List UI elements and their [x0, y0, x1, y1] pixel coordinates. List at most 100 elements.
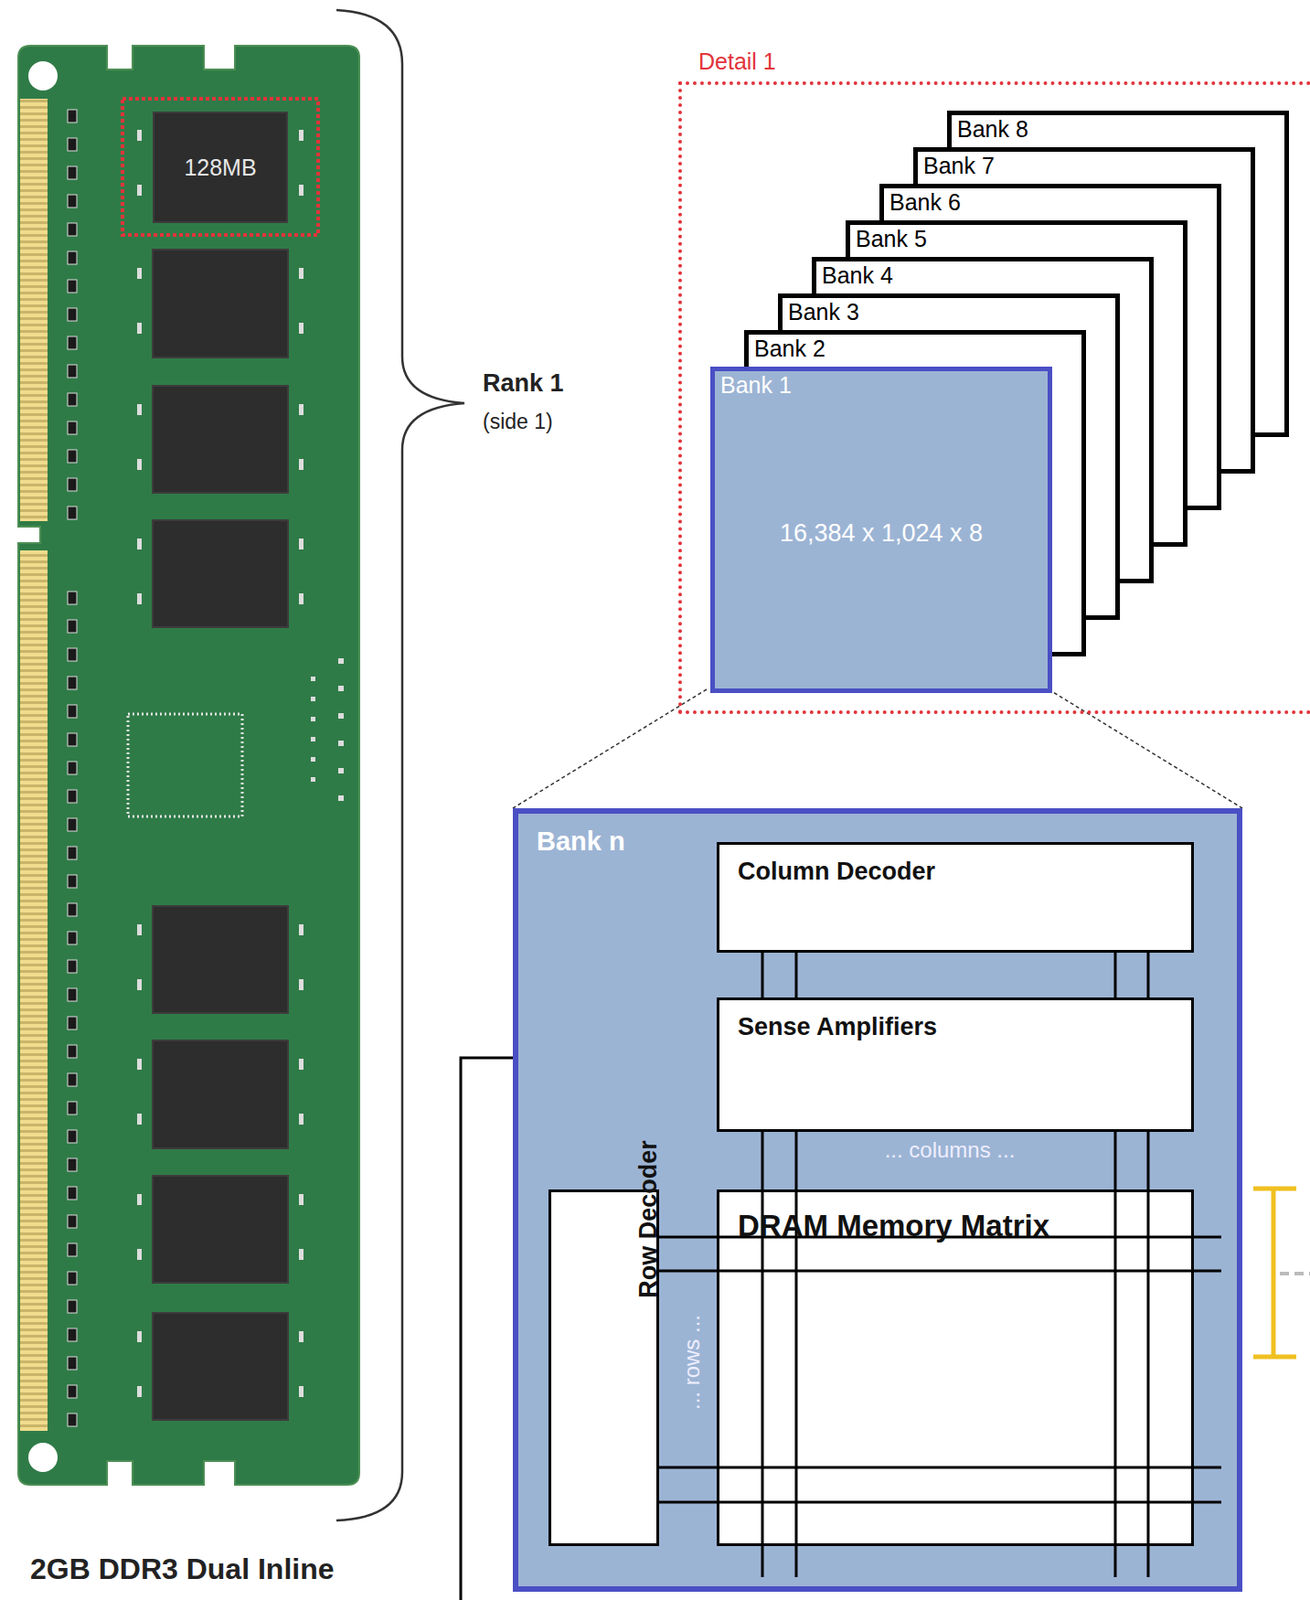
bitline-connector	[659, 1236, 717, 1502]
smd-part	[67, 1044, 77, 1058]
bitline	[761, 952, 765, 998]
smd-pad	[298, 979, 304, 991]
wordline	[659, 1501, 717, 1504]
smd-pad	[310, 676, 316, 682]
rank-brace	[336, 10, 465, 1521]
node-body: 16,384 x 1,024 x 8	[714, 518, 1048, 547]
smd-pad	[298, 404, 304, 416]
gold-contacts	[20, 550, 48, 1431]
smd-part	[67, 733, 77, 746]
smd-part	[67, 846, 77, 860]
smd-part	[67, 194, 77, 208]
matrix-grid	[716, 1189, 1222, 1577]
smd-part	[67, 1129, 77, 1143]
smd-pad	[137, 593, 142, 605]
smd-pad	[338, 740, 344, 746]
node-label: DRAM Memory Matrix	[737, 1204, 898, 1247]
smd-pad	[298, 593, 304, 605]
bitline-connector	[762, 952, 1149, 998]
smd-pad	[137, 538, 142, 550]
bitline	[1114, 952, 1118, 998]
smd-part	[67, 1328, 77, 1342]
bitline	[795, 1131, 799, 1190]
smd-part	[67, 506, 77, 520]
smd-pad	[298, 1248, 304, 1260]
smd-part	[67, 874, 77, 888]
smd-pad	[310, 736, 316, 742]
node-label: Sense Amplifiers	[737, 1012, 938, 1042]
smd-pad	[298, 184, 304, 196]
node-label: 128MB	[183, 154, 256, 182]
amplifier-box: Sense Amplifiers	[716, 997, 1194, 1132]
gold-contacts	[20, 98, 48, 522]
smd-pad	[137, 979, 142, 991]
smd-part	[67, 1356, 77, 1370]
smd-pad	[137, 1058, 142, 1070]
smd-pad	[310, 756, 316, 762]
bitline-connector	[762, 1131, 1149, 1190]
memory-chips	[152, 249, 288, 1420]
smd-pad	[137, 1331, 142, 1342]
smd-part	[67, 449, 77, 463]
smd-pad	[298, 924, 304, 936]
smd-part	[67, 1413, 77, 1427]
node-label: Detail 1	[698, 48, 777, 75]
smd-pad	[137, 184, 142, 196]
smd-part	[67, 364, 77, 378]
smd-part	[67, 761, 77, 775]
smd-pad	[137, 1248, 142, 1260]
axis-note: ... columns ...	[884, 1137, 1016, 1163]
smd-pad	[298, 322, 304, 334]
bank-box: Bank 116,384 x 1,024 x 8	[710, 366, 1053, 693]
smd-pad	[137, 924, 142, 936]
chip-highlight	[122, 98, 319, 235]
smd-pad	[137, 129, 142, 141]
smd-part	[67, 1243, 77, 1257]
node-label: Bank 4	[821, 262, 894, 289]
smd-part	[67, 931, 77, 945]
node-fills	[512, 808, 1243, 1592]
smd-pad	[298, 1058, 304, 1070]
smd-part	[67, 478, 77, 491]
node-label: Bank n	[536, 826, 626, 857]
smd-part	[67, 959, 77, 973]
smd-part	[67, 308, 77, 321]
smd-pad	[338, 713, 344, 719]
smd-pad	[298, 1193, 304, 1205]
node-label: Row Decoder	[634, 1139, 663, 1299]
smd-part	[67, 988, 77, 1002]
smd-pad	[137, 267, 142, 279]
bitline	[1147, 952, 1151, 998]
rank-label: Rank 1	[482, 369, 565, 398]
smd-pad	[298, 1385, 304, 1397]
wordline	[659, 1269, 717, 1273]
smd-pad	[298, 129, 304, 141]
smd-part	[67, 619, 77, 633]
smd-part	[67, 223, 77, 236]
smd-part	[67, 1384, 77, 1398]
smd-part	[67, 1016, 77, 1030]
spd-controller	[127, 713, 243, 817]
decoder-box: Row Decoder	[548, 1189, 660, 1546]
smd-pad	[310, 696, 316, 702]
node-label: Bank 6	[889, 189, 961, 216]
smd-pad	[137, 1193, 142, 1205]
node-label: Bank 2	[754, 335, 826, 363]
mount-hole	[28, 1442, 58, 1472]
smd-part	[67, 648, 77, 661]
node-label: Column Decoder	[737, 857, 936, 886]
node-label: Bank 3	[788, 298, 860, 326]
axis-note: ... rows ...	[679, 1314, 705, 1410]
smd-part	[67, 1214, 77, 1228]
smd-part	[67, 591, 77, 605]
smd-part	[67, 1186, 77, 1200]
smd-part	[67, 1271, 77, 1285]
detail-frame: Detail 1Bank 8Bank 7Bank 6Bank 5Bank 4Ba…	[678, 81, 1310, 714]
smd-part	[67, 336, 77, 350]
node-label: Bank 5	[855, 225, 927, 253]
smd-pad	[137, 322, 142, 334]
wordline	[659, 1235, 717, 1239]
smd-pad	[310, 716, 316, 722]
node-label: Bank 8	[957, 116, 1029, 143]
